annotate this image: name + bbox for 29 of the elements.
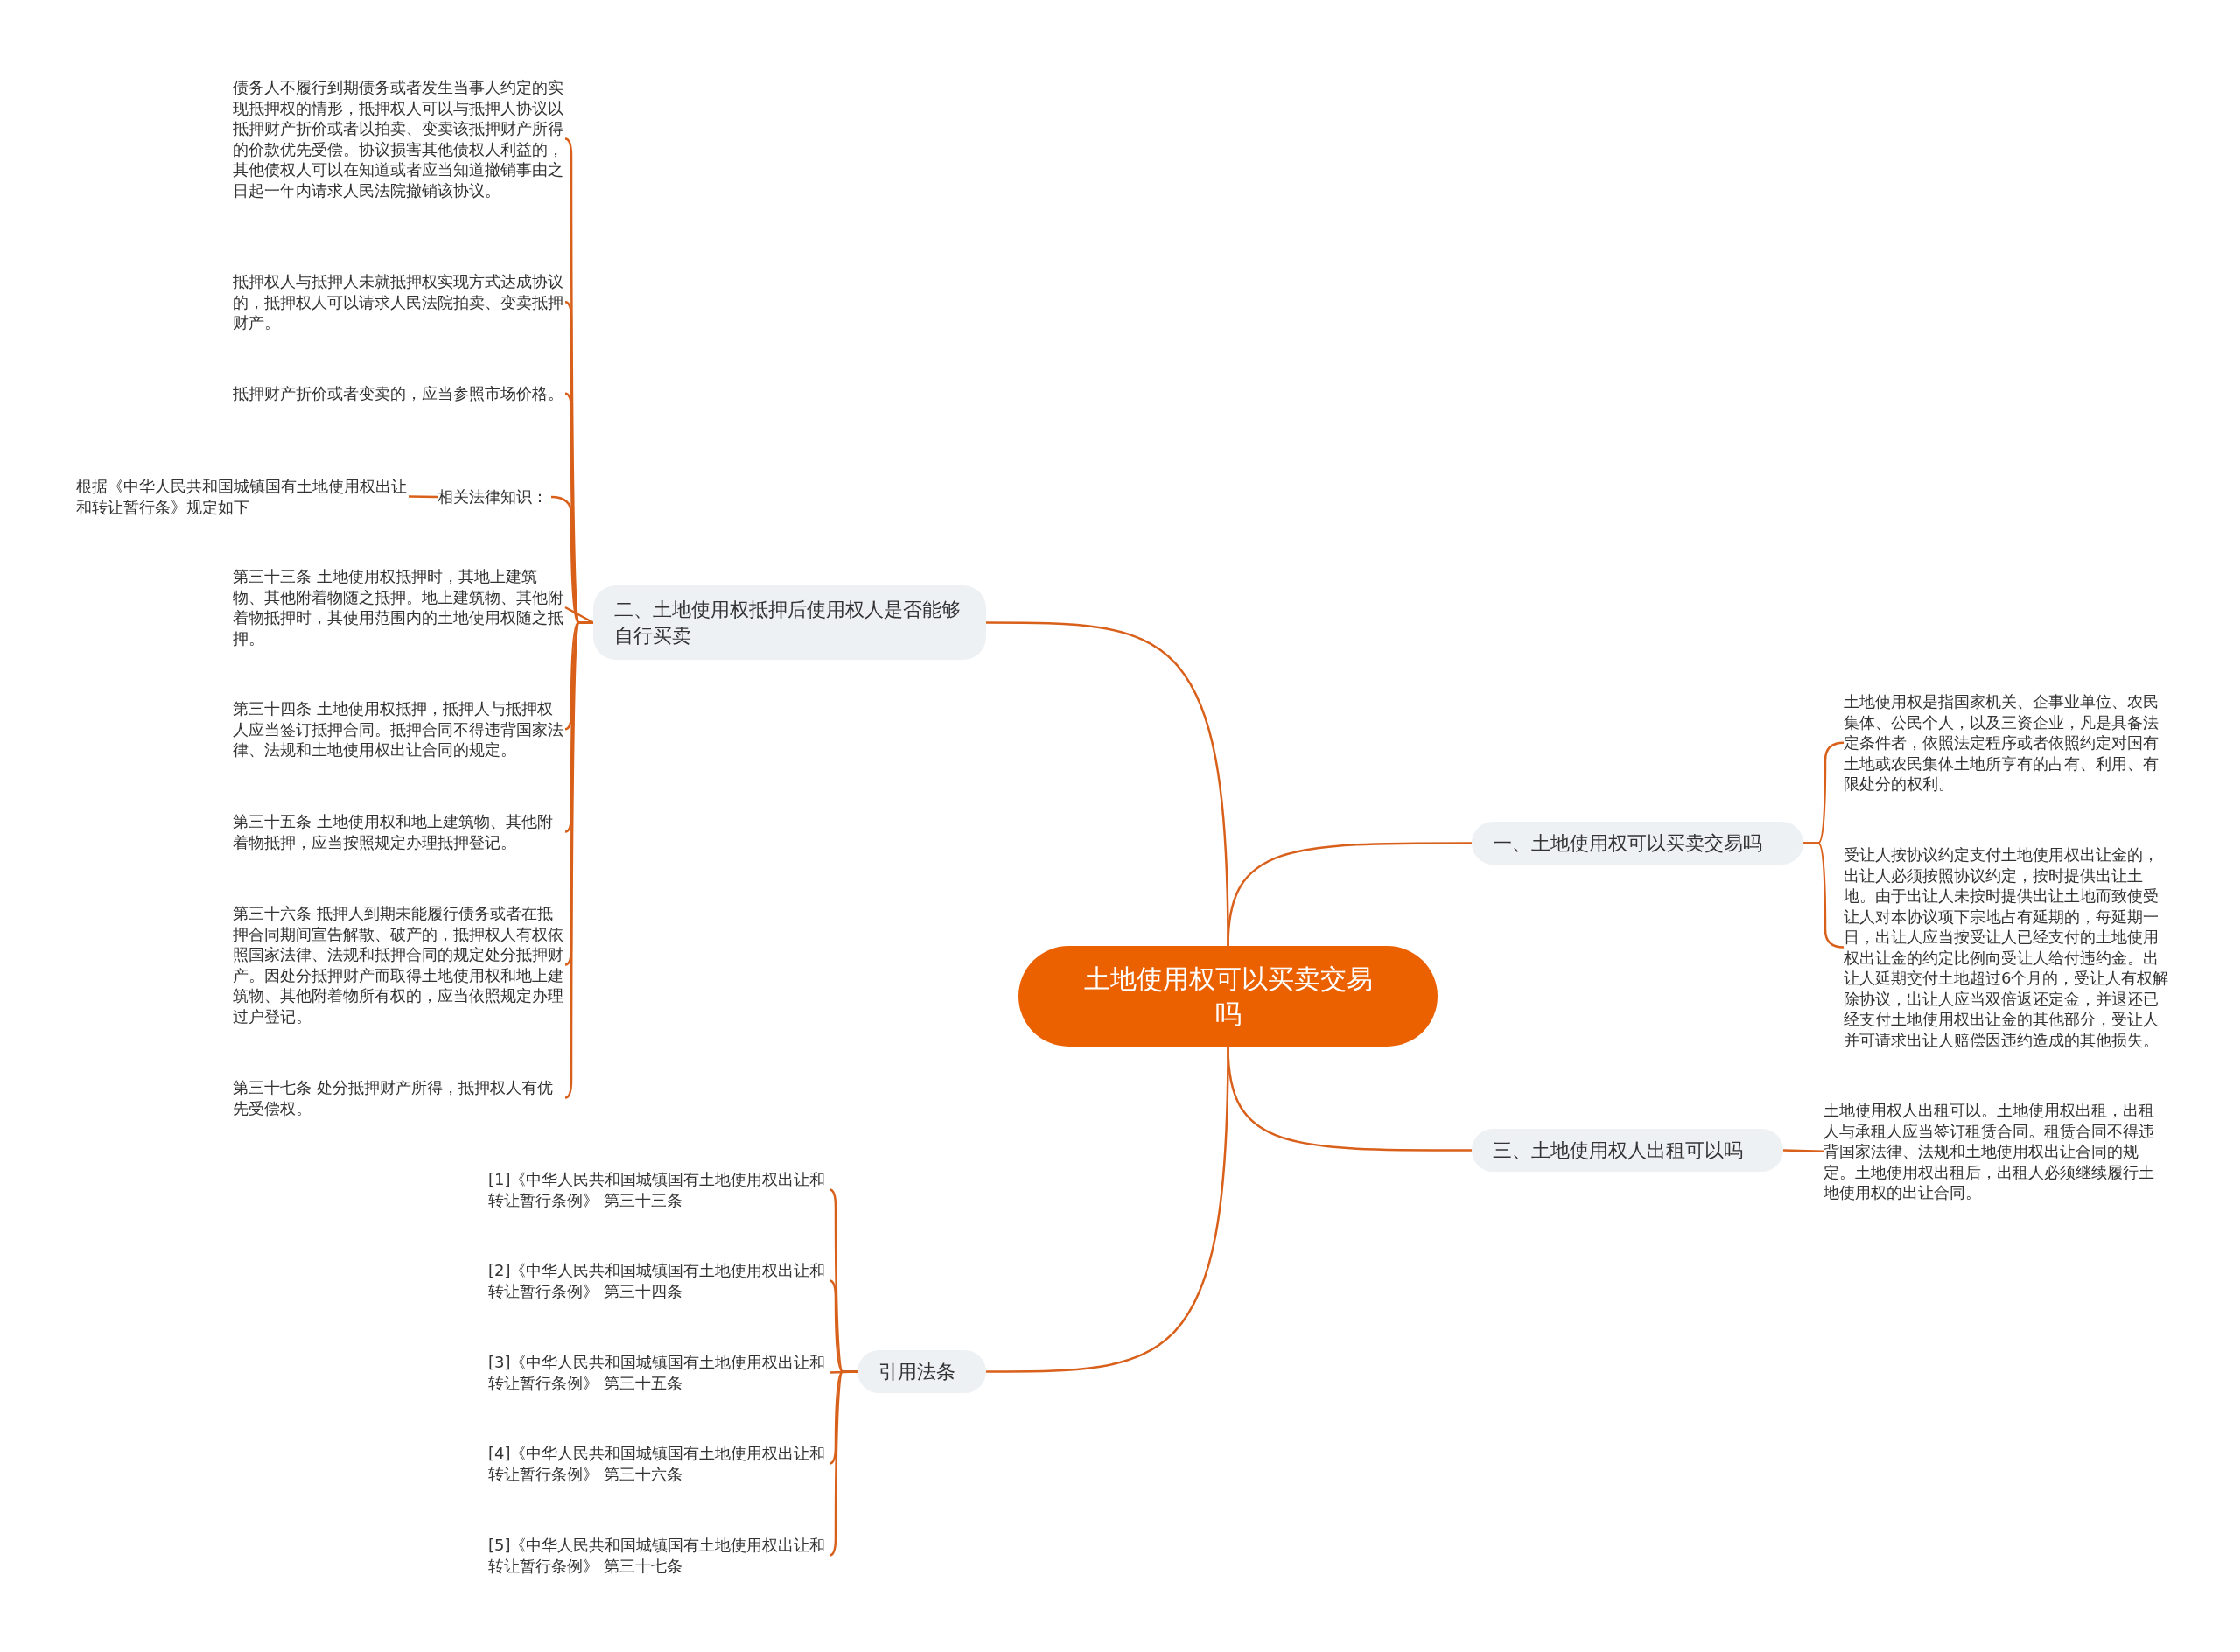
topic-pill: 一、土地使用权可以买卖交易吗 bbox=[1472, 822, 1803, 864]
note-text: [5]《中华人民共和国城镇国有土地使用权出让和转让暂行条例》 第三十七条 bbox=[488, 1535, 827, 1576]
connector-line bbox=[1782, 1149, 1824, 1152]
note-text: 第三十七条 处分抵押财产所得，抵押权人有优先受偿权。 bbox=[233, 1077, 554, 1118]
connector-line bbox=[564, 606, 594, 624]
note-text: 第三十四条 土地使用权抵押，抵押人与抵押权人应当签订抵押合同。抵押合同不得违背国家法律、法规和土地使用权出让合同的规定。 bbox=[233, 698, 564, 760]
note-text: [2]《中华人民共和国城镇国有土地使用权出让和转让暂行条例》 第三十四条 bbox=[488, 1260, 827, 1301]
topic-pill: 三、土地使用权人出租可以吗 bbox=[1472, 1129, 1783, 1172]
note-text: 第三十五条 土地使用权和地上建筑物、其他附着物抵押，应当按照规定办理抵押登记。 bbox=[233, 811, 554, 852]
central-topic: 土地使用权可以买卖交易吗 bbox=[1018, 946, 1438, 1046]
note-text: 土地使用权人出租可以。土地使用权出租，出租人与承租人应当签订租赁合同。租赁合同不得违背国家法律、法规和土地使用权出让合同的规定。土地使用权出租后，出租人必须继续履行土地使用权的出让合同。 bbox=[1824, 1100, 2154, 1203]
note-text: [4]《中华人民共和国城镇国有土地使用权出让和转让暂行条例》 第三十六条 bbox=[488, 1443, 827, 1484]
connector-line bbox=[986, 621, 1229, 947]
note-text: [3]《中华人民共和国城镇国有土地使用权出让和转让暂行条例》 第三十五条 bbox=[488, 1352, 827, 1393]
connector-line bbox=[829, 1370, 858, 1557]
note-text: 抵押权人与抵押人未就抵押权实现方式达成协议的，抵押权人可以请求人民法院拍卖、变卖抵押财产。 bbox=[233, 271, 564, 333]
note-text: 债务人不履行到期债务或者发生当事人约定的实现抵押权的情形，抵押权人可以与抵押人协议以抵押财产折价或者以拍卖、变卖该抵押财产所得的价款优先受偿。协议损害其他债权人利益的，其他债权人可以在知道或者应当知道撤销事由之日起一年内请求人民法院撤销该协议。 bbox=[233, 77, 564, 200]
topic-pill: 二、土地使用权抵押后使用权人是否能够自行买卖 bbox=[593, 585, 986, 660]
connector-line bbox=[409, 495, 438, 499]
connector-line bbox=[986, 1046, 1229, 1373]
note-text: 抵押财产折价或者变卖的，应当参照市场价格。 bbox=[233, 383, 564, 404]
note-text: 受让人按协议约定支付土地使用权出让金的，出让人必须按照协议约定，按时提供出让土地。由于出让人未按时提供出让土地而致使受让人对本协议项下宗地占有延期的，每延期一日，出让人应当按受让人已经支付的土地使用权出让金的约定比例向受让人给付违约金。出让人延期交付土地超过6个月的，受让人有权解除协议，出让人应当双倍返还定金，并退还已经支付土地使用权出让金的其他部分，受让人并可请求出让人赔偿因违约造成的其他损失。 bbox=[1844, 844, 2170, 1050]
note-text: 土地使用权是指国家机关、企事业单位、农民集体、公民个人，以及三资企业，凡是具备法定条件者，依照法定程序或者依照约定对国有土地或农民集体土地所享有的占有、利用、有限处分的权利。 bbox=[1844, 691, 2160, 794]
topic-pill: 引用法条 bbox=[858, 1350, 986, 1393]
subtopic-text: 相关法律知识： bbox=[438, 486, 548, 508]
note-text: [1]《中华人民共和国城镇国有土地使用权出让和转让暂行条例》 第三十三条 bbox=[488, 1169, 827, 1210]
note-text: 根据《中华人民共和国城镇国有土地使用权出让和转让暂行条》规定如下 bbox=[76, 476, 408, 517]
note-text: 第三十三条 土地使用权抵押时，其地上建筑物、其他附着物随之抵押。地上建筑物、其他附着物抵押时，其使用范围内的土地使用权随之抵押。 bbox=[233, 566, 564, 648]
note-text: 第三十六条 抵押人到期未能履行债务或者在抵押合同期间宣告解散、破产的，抵押权人有权依照国家法律、法规和抵押合同的规定处分抵押财产。因处分抵押财产而取得土地使用权和地上建筑物、其他附着物所有权的，应当依照规定办理过户登记。 bbox=[233, 903, 564, 1026]
